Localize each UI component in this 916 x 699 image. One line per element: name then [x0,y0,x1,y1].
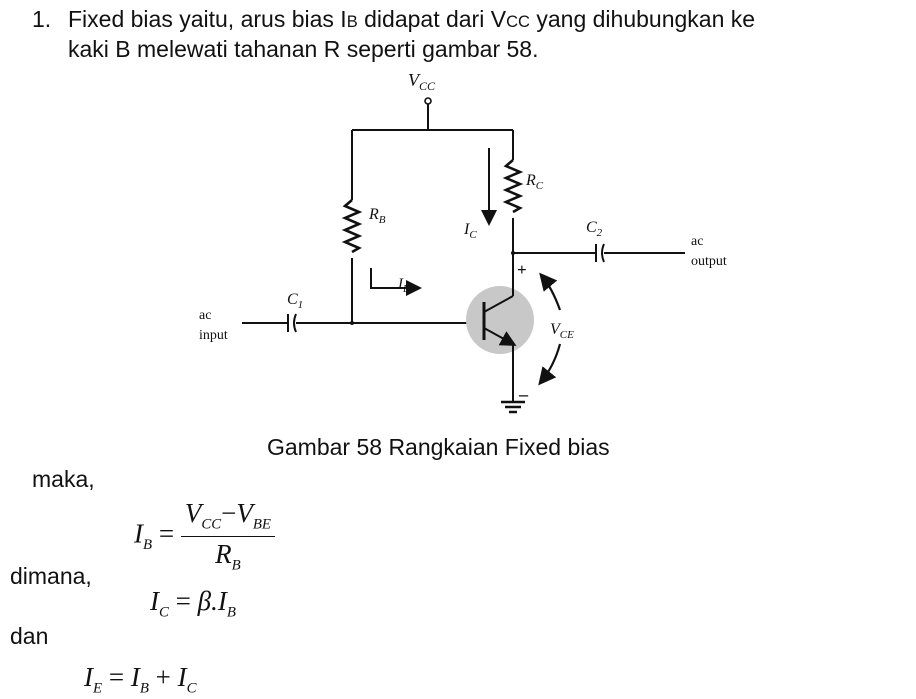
collector-junction [511,251,515,255]
vce-label: VCE [550,321,574,341]
rb-resistor [341,199,363,254]
figure-caption: Gambar 58 Rangkaian Fixed bias [267,434,610,460]
formula-ib-fraction: VCC−VBE RB [180,498,275,574]
c2-plate-b [601,243,605,263]
item-line-2: kaki B melewati tahanan R seperti gambar… [68,36,539,62]
c1-label: C1 [287,291,303,311]
ic-label: IC [463,221,477,241]
text-maka: maka, [32,466,95,492]
ac-input-label-2: input [199,328,228,343]
formula-ie: IE = IB + IC [84,662,197,697]
vce-plus: + [517,260,527,279]
ac-input-label-1: ac [199,308,211,323]
c2-label: C2 [586,219,603,239]
vce-arrow-up [539,272,562,311]
transistor-body [466,286,534,354]
item-number: 1. [32,6,52,32]
transistor-collector-lead [483,295,514,313]
formula-ib: IB = VCC−VBE RB [134,498,275,574]
transistor-emitter-lead [483,327,517,346]
formula-ic: IC = β.IB [150,586,236,621]
vcc-terminal [424,97,432,105]
ib-arrow [370,268,422,296]
c1-plate-b [293,313,297,333]
rc-resistor [502,159,524,214]
text-dan: dan [10,623,49,649]
item-line-1: Fixed bias yaitu, arus bias IB didapat d… [68,6,756,32]
vce-minus: – [518,384,529,404]
vce-arrow-down [538,343,562,386]
ib-label: IB [397,276,409,295]
ac-output-label-1: ac [691,234,703,249]
rc-label: RC [525,172,544,192]
rb-label: RB [368,206,386,226]
base-junction [350,321,354,325]
vcc-label: VCC [408,72,436,93]
fixed-bias-circuit-diagram: VCC RB IB ac input C1 RC IC [199,72,727,414]
ac-output-label-2: output [691,254,727,269]
text-dimana: dimana, [10,563,92,589]
